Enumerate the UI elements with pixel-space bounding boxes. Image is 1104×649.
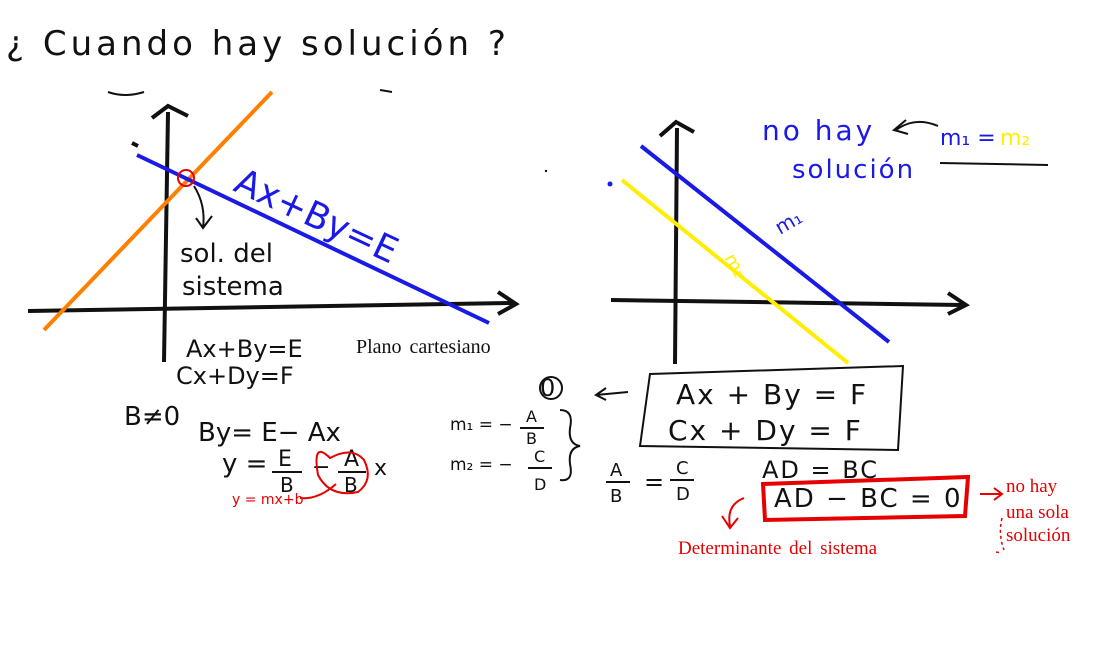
ratio: A B = C D <box>606 458 694 507</box>
step-2-e: E <box>278 447 292 472</box>
step-2-y: y = <box>222 449 267 479</box>
step-2-a: A <box>344 447 359 472</box>
intersection-marker <box>177 169 195 187</box>
system-line-2: Cx+Dy=F <box>176 362 294 390</box>
step-1: By= E− Ax <box>198 418 341 448</box>
derivation: B≠0 By= E− Ax y = E B − A B x y = mx+b m… <box>124 402 581 508</box>
slope-m1-label: m₁ <box>771 205 807 240</box>
m1-denominator: B <box>526 429 537 448</box>
right-y-axis <box>673 127 679 365</box>
determinant: AD = BC AD − BC = 0 Determinante del sis… <box>678 456 1071 559</box>
m2-numerator: C <box>534 447 545 466</box>
system-eq-1: Ax + By = F <box>676 378 868 411</box>
plane-caption: Plano cartesiano <box>356 336 491 358</box>
left-graph: Ax+By=E sol. del sistema Ax+By=E Cx+Dy=F… <box>27 89 520 390</box>
left-stray-scribble <box>107 89 393 96</box>
ratio-a: A <box>610 460 623 481</box>
slope-equation-left: m₁ = <box>940 126 996 151</box>
system-box: 0 Ax + By = F Cx + Dy = F <box>539 364 905 452</box>
system-line-1: Ax+By=E <box>186 335 303 363</box>
system-arrow <box>594 387 629 401</box>
right-x-arrow <box>946 291 970 316</box>
blue-parallel-line <box>639 144 891 344</box>
slope-arrow <box>891 119 939 135</box>
slope-highlight-arrow <box>299 483 337 500</box>
slope-underline <box>939 162 1049 166</box>
determinant-arrow <box>721 497 745 530</box>
right-graph: m₁ m₂ no hay solución m₁ = m₂ <box>544 114 1049 365</box>
step-2-b2: B <box>344 473 358 497</box>
ratio-b: B <box>610 486 622 507</box>
intersection-label-1: sol. del <box>180 239 273 269</box>
slope-m2-label: m₂ <box>720 250 751 282</box>
slopes-brace <box>559 409 581 482</box>
right-stray-dot-blue <box>607 181 613 187</box>
note-bracket <box>995 517 1005 554</box>
right-stray-dot <box>544 169 548 173</box>
determinant-caption: Determinante del sistema <box>678 538 878 559</box>
right-y-arrow <box>658 119 695 138</box>
left-y-axis <box>162 111 170 363</box>
note-line-1: no hay <box>1006 476 1058 497</box>
determinant-box <box>760 474 971 523</box>
note-line-2: una sola <box>1006 502 1069 523</box>
yellow-parallel-line <box>620 178 850 365</box>
m2-denominator: D <box>534 475 546 494</box>
step-2-x: x <box>374 456 387 481</box>
note-arrow <box>980 487 1004 501</box>
blue-line <box>136 153 490 325</box>
no-solution-line-2: solución <box>792 155 915 185</box>
determinant-boxed: AD − BC = 0 <box>774 484 963 514</box>
no-solution-line-1: no hay <box>762 114 875 147</box>
system-marker-circle <box>539 376 563 400</box>
ratio-d: D <box>676 484 690 505</box>
intersection-label-2: sistema <box>182 272 284 302</box>
ratio-equals: = <box>644 468 664 496</box>
intersection-arrow <box>193 185 213 230</box>
ratio-c: C <box>676 458 689 479</box>
left-x-axis <box>27 301 513 313</box>
left-y-arrow <box>150 103 189 120</box>
b-not-zero: B≠0 <box>124 402 180 432</box>
right-x-axis <box>610 298 963 307</box>
m1-label: m₁ = − <box>450 415 513 435</box>
slope-highlight-loop <box>315 450 369 495</box>
left-x-arrow <box>496 290 520 316</box>
system-box-frame <box>638 364 905 452</box>
slope-equation-right: m₂ <box>1000 126 1030 151</box>
system-eq-2: Cx + Dy = F <box>668 414 863 447</box>
note-line-3: solución <box>1006 525 1071 546</box>
left-stray-mark <box>131 141 139 148</box>
step-2-b: B <box>280 473 294 497</box>
page-title: ¿ Cuando hay solución ? <box>6 24 510 64</box>
m1-numerator: A <box>526 407 537 426</box>
step-2-minus: − <box>312 455 330 480</box>
m2-label: m₂ = − <box>450 455 513 475</box>
orange-line <box>42 90 274 332</box>
slope-form: y = mx+b <box>232 492 304 508</box>
